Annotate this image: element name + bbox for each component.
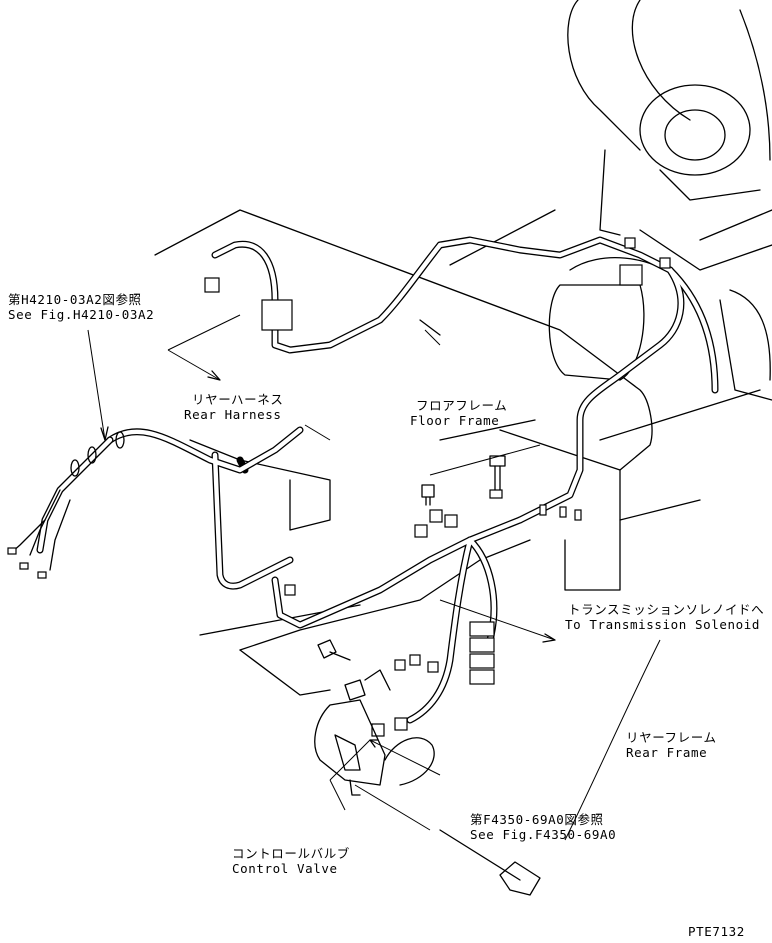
ref-f4350-en: See Fig.F4350-69A0: [470, 827, 617, 842]
rear-frame-label: リヤーフレーム Rear Frame: [626, 730, 717, 760]
floor-frame-ja: フロアフレーム: [416, 398, 508, 413]
ref-h4210-ja: 第H4210-03A2図参照: [8, 292, 142, 307]
transmission-solenoid-en: To Transmission Solenoid: [565, 617, 761, 632]
engine-assembly: [567, 0, 772, 401]
drawing-number: PTE7132: [688, 924, 745, 939]
floor-frame-en: Floor Frame: [410, 413, 500, 428]
transmission-solenoid-ja: トランスミッションソレノイドへ: [568, 602, 765, 617]
left-harness-bundle: [7, 431, 125, 579]
ref-f4350-label: 第F4350-69A0図参照 See Fig.F4350-69A0: [470, 812, 616, 842]
floor-frame-label: フロアフレーム Floor Frame: [410, 398, 507, 428]
transmission-solenoid-label: トランスミッションソレノイドへ To Transmission Solenoid: [565, 602, 765, 632]
control-valve-ja: コントロールバルブ: [232, 846, 350, 861]
ref-f4350-ja: 第F4350-69A0図参照: [470, 812, 604, 827]
ref-h4210-en: See Fig.H4210-03A2: [8, 307, 155, 322]
leaders: [87, 314, 661, 841]
transmission-housing: [548, 257, 681, 381]
rear-harness-en: Rear Harness: [184, 407, 282, 422]
connectors: [204, 237, 671, 737]
control-valve-label: コントロールバルブ Control Valve: [232, 846, 350, 876]
control-valve-en: Control Valve: [232, 861, 338, 876]
rear-harness-label: リヤーハーネス Rear Harness: [184, 392, 283, 422]
control-valve: [314, 669, 435, 796]
rear-frame-ja: リヤーフレーム: [626, 730, 717, 745]
rear-frame-en: Rear Frame: [626, 745, 708, 760]
rear-harness-ja: リヤーハーネス: [192, 392, 284, 407]
bolts: [317, 455, 541, 896]
ref-h4210-label: 第H4210-03A2図参照 See Fig.H4210-03A2: [8, 292, 154, 322]
floor-frame-plate: [154, 209, 761, 591]
main-harness: [106, 236, 719, 724]
